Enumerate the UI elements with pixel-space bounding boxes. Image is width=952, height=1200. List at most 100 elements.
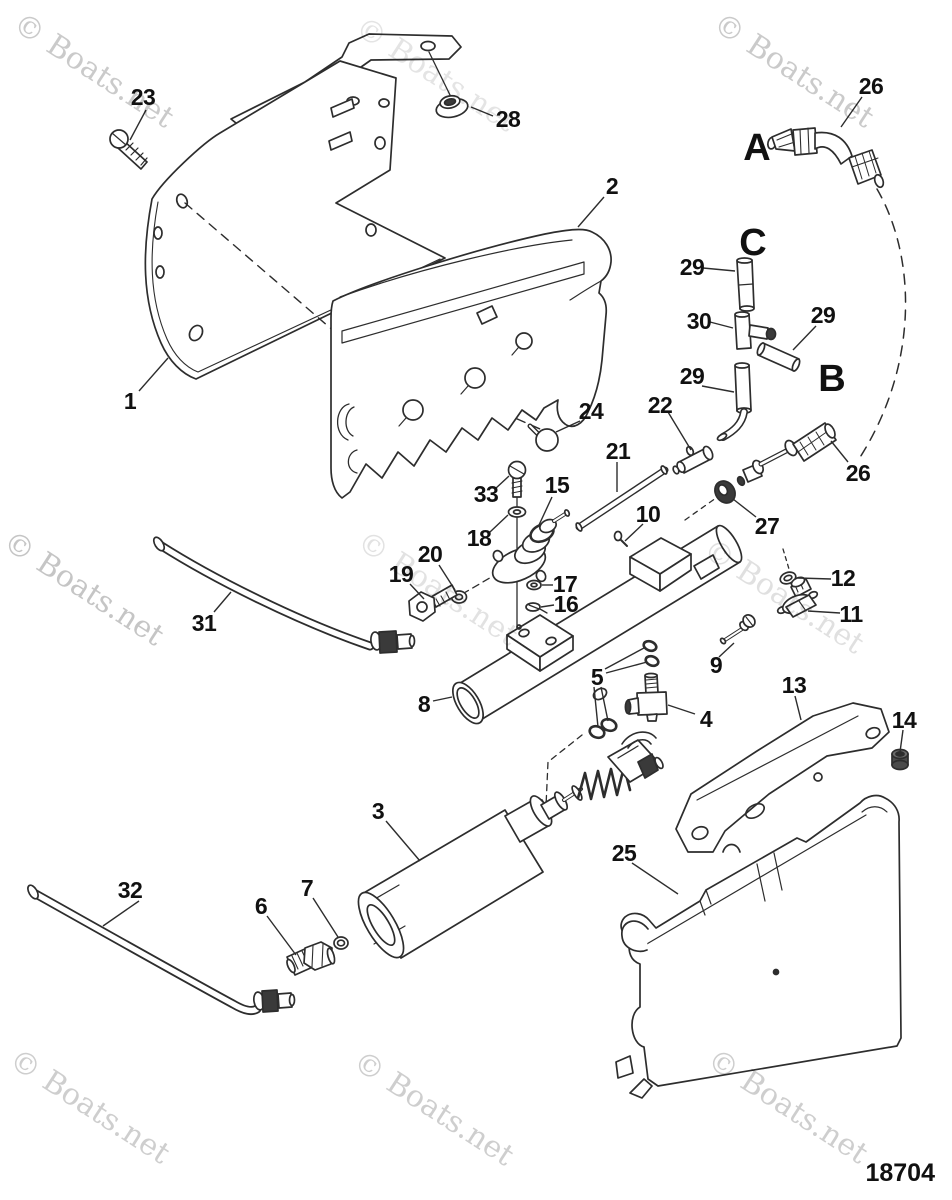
- callout-14-13: 14: [892, 707, 917, 733]
- callout-leader-23: [129, 109, 147, 141]
- part-22-fitting: [672, 445, 714, 475]
- part-2-cover: [330, 228, 612, 499]
- diagram-number: 18704: [865, 1159, 935, 1187]
- callout-leader-16: [540, 604, 555, 608]
- callout-leader-15: [538, 496, 553, 526]
- part-17-oring: [526, 579, 542, 591]
- callout-30-32: 30: [687, 308, 712, 334]
- callout-leader-29: [792, 325, 817, 351]
- callout-leader-4: [667, 704, 696, 715]
- callout-leader-24: [555, 420, 581, 433]
- part-5-orings: [588, 639, 660, 740]
- callout-leader-22: [667, 411, 692, 451]
- callout-leader-8: [432, 696, 453, 702]
- callout-6-5: 6: [255, 893, 267, 919]
- callout-leader-32: [102, 900, 140, 927]
- callout-8-7: 8: [418, 691, 431, 717]
- callout-leader-10: [624, 523, 644, 542]
- part-24-ball: [527, 423, 559, 452]
- part-12-oring: [779, 571, 797, 585]
- callout-21-20: 21: [606, 438, 631, 464]
- callout-layer: 1234567891011121314151617181920212223242…: [102, 73, 917, 956]
- reference-letter-A: A: [743, 127, 770, 169]
- callout-leader-28: [470, 106, 494, 117]
- reference-letter-C: C: [739, 222, 766, 264]
- callout-26-26: 26: [846, 460, 871, 486]
- callout-29-31: 29: [680, 363, 705, 389]
- callout-leader-19: [409, 583, 425, 600]
- callout-15-14: 15: [545, 472, 570, 498]
- callout-leader-25: [631, 862, 679, 895]
- callout-23-22: 23: [131, 84, 156, 110]
- callout-24-23: 24: [579, 398, 604, 424]
- callout-19-18: 19: [389, 561, 414, 587]
- part-18-washer: [507, 506, 527, 518]
- callout-28-28: 28: [496, 106, 521, 132]
- callout-29-30: 29: [811, 302, 836, 328]
- callout-leader-5: [600, 686, 609, 722]
- callout-2-1: 2: [606, 173, 618, 199]
- part-3-fuel-pump: [357, 731, 664, 959]
- callout-9-8: 9: [710, 652, 722, 678]
- part-16-screw: [525, 602, 548, 614]
- callout-13-12: 13: [782, 672, 807, 698]
- callout-32-34: 32: [118, 877, 143, 903]
- callout-12-11: 12: [831, 565, 856, 591]
- callout-leader-30: [709, 321, 734, 329]
- callout-27-27: 27: [755, 513, 780, 539]
- part-14-nut: [891, 748, 909, 771]
- callout-leader-7: [312, 897, 339, 938]
- part-8-cooler-tube: [452, 496, 743, 725]
- part-4-elbow-fitting: [624, 672, 668, 722]
- callout-leader-27: [732, 498, 757, 518]
- part-10-rivet: [613, 530, 628, 547]
- callout-5-4: 5: [591, 664, 604, 690]
- callout-4-3: 4: [700, 706, 713, 732]
- part-6-fitting: [286, 941, 336, 976]
- callout-leader-12: [797, 577, 832, 580]
- callout-16-15: 16: [554, 591, 579, 617]
- part-29-30-tubes: [716, 257, 801, 442]
- callout-leader-26: [830, 440, 849, 463]
- part-15-regulator: [491, 509, 571, 584]
- part-9-screw: [719, 614, 756, 645]
- callout-25-24: 25: [612, 840, 637, 866]
- part-7-oring: [333, 936, 349, 950]
- callout-leader-29: [701, 385, 735, 393]
- callout-leader-26: [840, 96, 863, 128]
- callout-leader-5: [593, 686, 599, 728]
- part-26-fitting-a: [766, 127, 907, 463]
- part-33-screw: [507, 460, 527, 498]
- callout-11-10: 11: [839, 601, 863, 627]
- callout-leader-18: [489, 514, 509, 533]
- callout-leader-5: [605, 661, 648, 674]
- reference-letter-B: B: [818, 358, 845, 400]
- part-21-tube: [575, 465, 669, 532]
- callout-leader-29: [702, 267, 736, 272]
- callout-31-33: 31: [192, 610, 217, 636]
- part-28-grommet: [428, 51, 469, 119]
- callout-leader-33: [494, 475, 510, 490]
- callout-leader-6: [266, 915, 297, 956]
- part-31-pipe: [152, 536, 416, 654]
- callout-17-16: 17: [553, 571, 578, 597]
- callout-leader-13: [794, 695, 802, 721]
- callout-1-0: 1: [124, 388, 137, 414]
- callout-29-29: 29: [680, 254, 705, 280]
- callout-leader-20: [438, 564, 456, 591]
- part-19-bolt: [408, 584, 458, 622]
- part-23-screw: [109, 129, 148, 170]
- callout-leader-1: [138, 357, 169, 392]
- callout-leader-5: [604, 647, 645, 670]
- callout-leader-14: [899, 729, 904, 753]
- callout-leader-11: [807, 610, 841, 614]
- callout-leader-3: [385, 820, 421, 862]
- callout-18-17: 18: [467, 525, 492, 551]
- part-11-fitting: [776, 576, 819, 618]
- part-13-bracket: [675, 702, 890, 853]
- callout-22-21: 22: [648, 392, 673, 418]
- callout-10-9: 10: [636, 501, 661, 527]
- callout-leader-2: [577, 196, 605, 228]
- callout-7-6: 7: [301, 875, 313, 901]
